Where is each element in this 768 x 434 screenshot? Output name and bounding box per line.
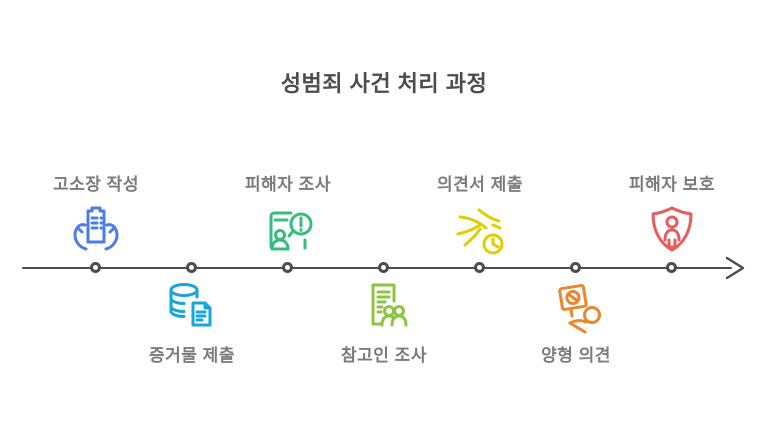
step-label: 피해자 보호	[629, 175, 715, 194]
step-label: 참고인 조사	[341, 346, 427, 365]
evidence-database-document-icon	[164, 278, 220, 334]
step-label: 의견서 제출	[437, 175, 523, 194]
opinion-speed-clock-icon	[452, 203, 508, 259]
timeline-node	[378, 262, 389, 273]
timeline-node	[474, 262, 485, 273]
timeline-node	[666, 262, 677, 273]
step-label: 양형 의견	[541, 346, 611, 365]
timeline-node	[282, 262, 293, 273]
victim-protection-shield-icon	[644, 203, 700, 259]
witness-document-people-icon	[356, 278, 412, 334]
timeline-node	[186, 262, 197, 273]
timeline-line	[22, 267, 732, 269]
sentencing-card-coin-icon	[548, 278, 604, 334]
timeline-node	[570, 262, 581, 273]
step-label: 피해자 조사	[245, 175, 331, 194]
page-title: 성범죄 사건 처리 과정	[280, 71, 488, 96]
step-label: 증거물 제출	[149, 346, 235, 365]
arrow-right-icon	[724, 255, 748, 286]
victim-interview-alert-icon	[260, 203, 316, 259]
complaint-document-hands-icon	[68, 203, 124, 259]
step-label: 고소장 작성	[53, 175, 139, 194]
timeline-node	[90, 262, 101, 273]
